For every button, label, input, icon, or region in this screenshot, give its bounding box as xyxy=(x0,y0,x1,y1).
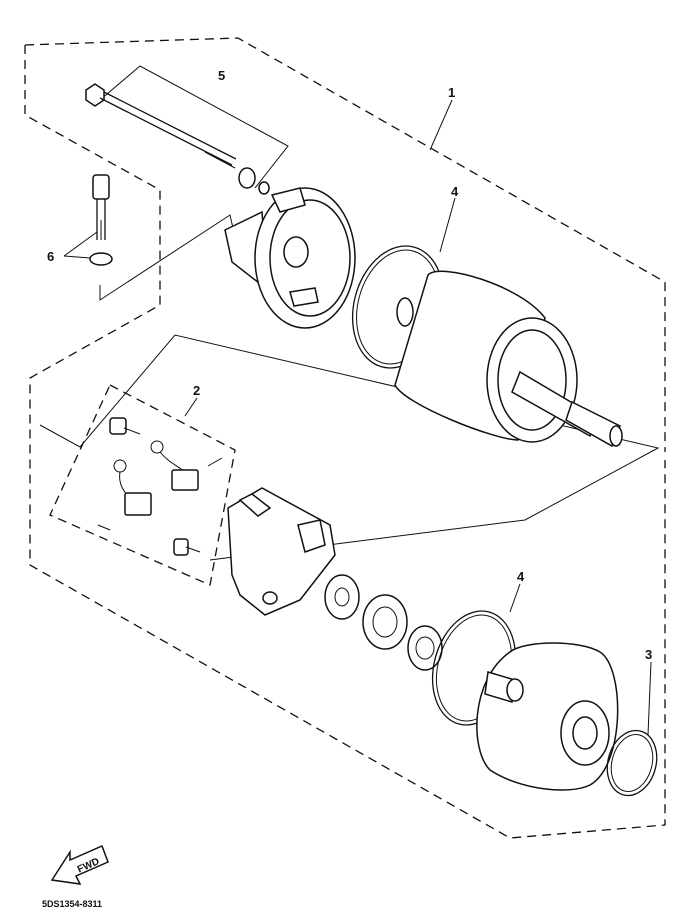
leader-2 xyxy=(184,397,198,417)
thrust-washer-hole xyxy=(334,587,350,607)
brush-group-boundary xyxy=(49,384,236,586)
o-ring-3-inner xyxy=(610,734,654,792)
leader-6a xyxy=(63,231,98,257)
leader-6b xyxy=(63,255,91,259)
callout-1: 1 xyxy=(448,85,455,100)
guide-line-5 xyxy=(99,65,289,189)
leader-4-upper xyxy=(439,197,456,253)
leader-3 xyxy=(647,661,652,736)
callout-3: 3 xyxy=(645,647,652,662)
guide-line-6 xyxy=(99,214,239,301)
assembly-boundary-left xyxy=(24,45,666,839)
bolt-washer xyxy=(238,167,256,189)
thrust-washer xyxy=(324,574,360,620)
drawing-code: 5DS1354-8311 xyxy=(42,899,102,909)
rear-cover xyxy=(476,642,619,791)
leader-4-lower xyxy=(509,583,521,613)
callout-4-lower: 4 xyxy=(517,569,525,584)
bearing-large xyxy=(362,594,408,650)
leader-1 xyxy=(429,99,453,151)
forward-arrow-icon: FWD xyxy=(50,844,109,885)
assembly-boundary-upper xyxy=(24,37,666,452)
yoke-armature xyxy=(394,270,623,448)
brush-set xyxy=(97,417,223,556)
bearing-small-inner xyxy=(415,636,435,660)
through-bolt xyxy=(85,83,237,169)
bearing-large-inner xyxy=(372,606,398,638)
callout-4-upper: 4 xyxy=(451,184,459,199)
brush-holder xyxy=(227,487,336,616)
callout-2: 2 xyxy=(193,383,200,398)
o-ring-3 xyxy=(606,729,658,797)
callout-6: 6 xyxy=(47,249,54,264)
front-cover xyxy=(224,187,356,329)
cap-screw xyxy=(92,174,110,240)
callout-5: 5 xyxy=(218,68,225,83)
bearing-small xyxy=(407,625,443,671)
bolt-o-ring xyxy=(258,181,270,195)
screw-washer xyxy=(89,252,113,266)
